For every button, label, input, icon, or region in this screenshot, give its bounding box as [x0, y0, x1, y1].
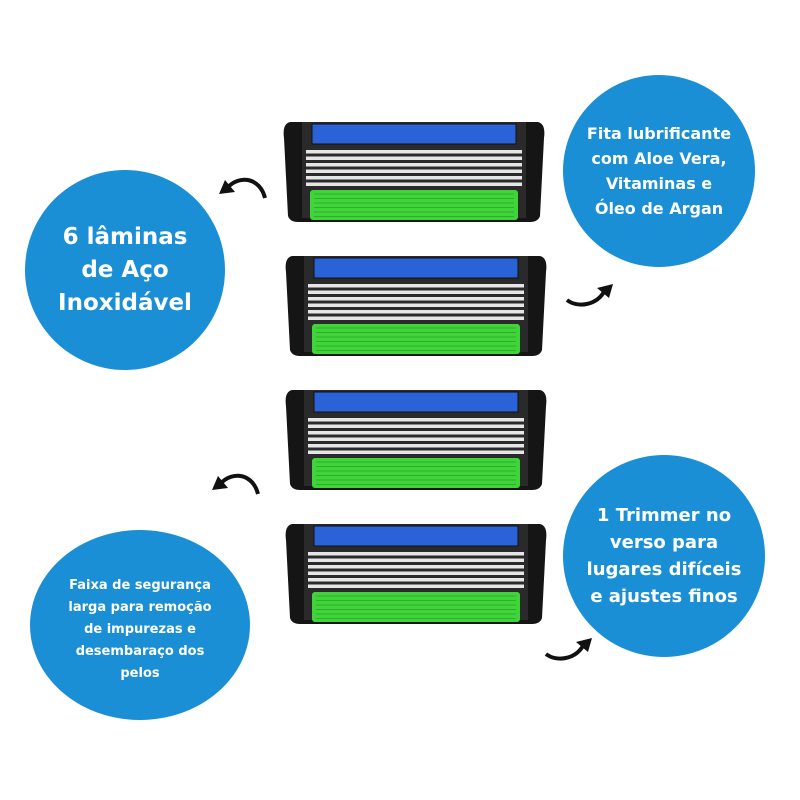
feature-guard-text: Faixa de segurança larga para remoção de… [68, 578, 212, 681]
cartridge-part [313, 525, 519, 547]
feature-strip-circle: Fita lubrificante com Aloe Vera, Vitamin… [563, 75, 755, 267]
razor-cartridge-4 [285, 524, 547, 624]
cartridge-part [306, 156, 522, 160]
razor-cartridge-2 [285, 256, 547, 356]
feature-trimmer-text: 1 Trimmer no verso para lugares difíceis… [586, 505, 742, 607]
cartridge-part [306, 182, 522, 186]
curved-arrow-icon [565, 284, 613, 307]
feature-blades-circle: 6 lâminas de Aço Inoxidável [25, 170, 225, 370]
curved-arrow-icon [212, 473, 260, 495]
cartridge-part [308, 424, 524, 428]
cartridge-part [308, 290, 524, 294]
cartridge-part [313, 257, 519, 279]
cartridge-part [306, 163, 522, 167]
cartridge-part [308, 310, 524, 314]
curved-arrow-icon [219, 177, 267, 199]
cartridge-part [306, 150, 522, 154]
cartridge-part [308, 565, 524, 569]
cartridge-part [308, 284, 524, 288]
cartridge-part [311, 123, 517, 145]
feature-strip-text: Fita lubrificante com Aloe Vera, Vitamin… [586, 124, 732, 218]
cartridge-part [308, 552, 524, 556]
cartridge-part [308, 418, 524, 422]
cartridge-part [308, 558, 524, 562]
cartridge-part [313, 391, 519, 413]
razor-cartridge-3 [285, 390, 547, 490]
cartridge-part [306, 169, 522, 173]
cartridge-part [308, 316, 524, 320]
feature-guard-circle: Faixa de segurança larga para remoção de… [30, 530, 250, 720]
cartridge-part [306, 176, 522, 180]
cartridge-part [308, 571, 524, 575]
razor-cartridge-1 [283, 122, 545, 222]
cartridge-part [308, 444, 524, 448]
cartridge-part [308, 297, 524, 301]
cartridge-part [308, 450, 524, 454]
cartridge-part [308, 431, 524, 435]
feature-blades-text: 6 lâminas de Aço Inoxidável [58, 223, 192, 316]
cartridge-part [308, 303, 524, 307]
cartridge-part [308, 584, 524, 588]
curved-arrow-icon [544, 638, 592, 661]
feature-trimmer-circle: 1 Trimmer no verso para lugares difíceis… [563, 455, 765, 657]
cartridge-part [308, 578, 524, 582]
cartridge-part [308, 437, 524, 441]
